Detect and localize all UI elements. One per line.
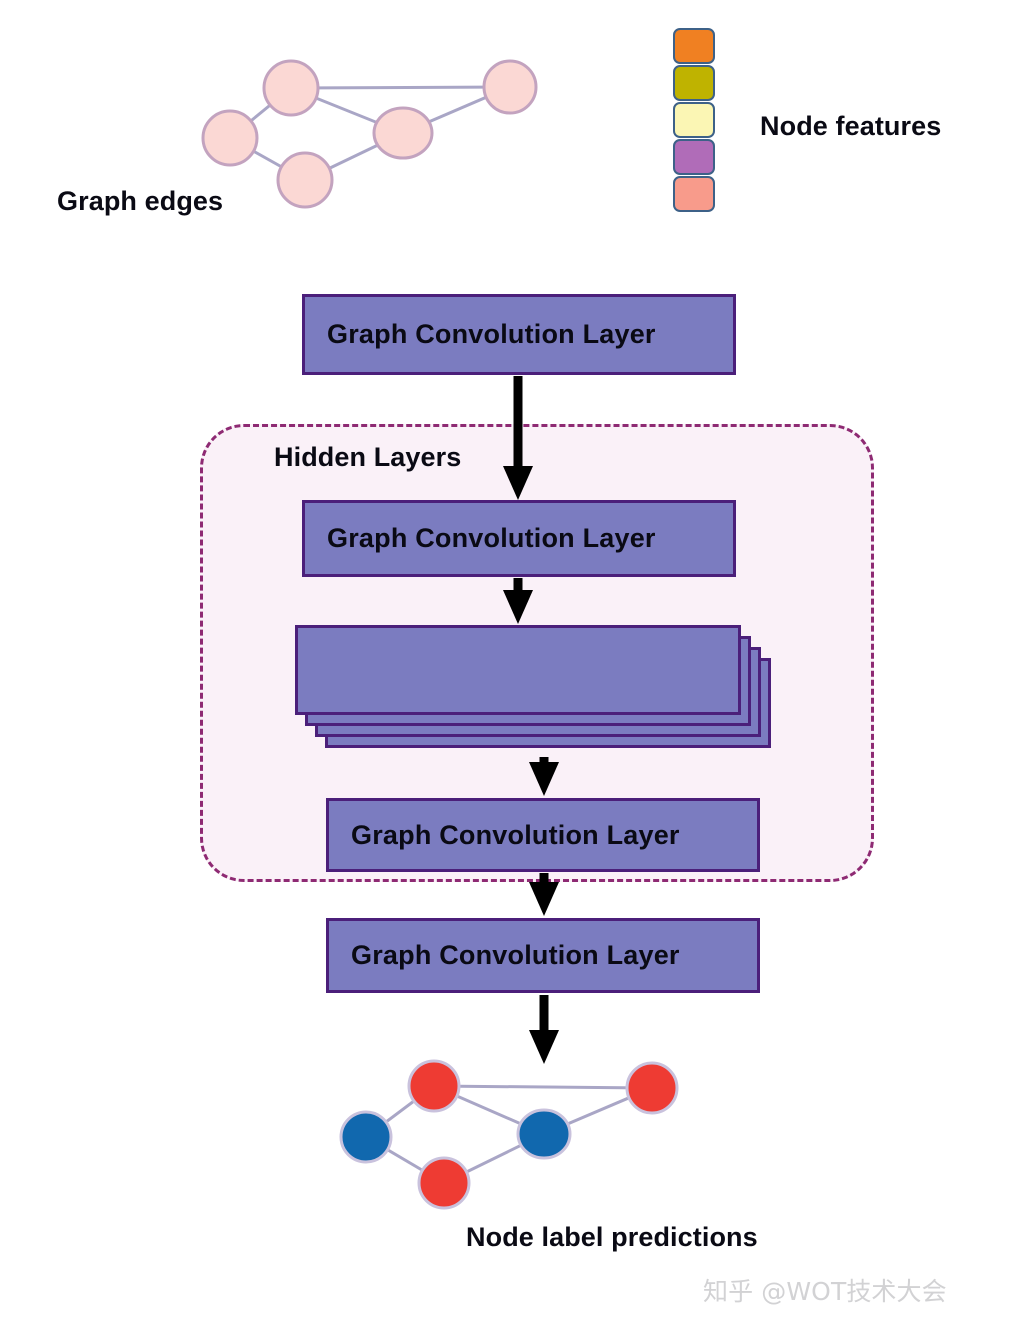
feature-swatch-olive	[673, 65, 715, 101]
gcn-layer-box-1[interactable]: Graph Convolution Layer	[302, 294, 736, 375]
stacked-hidden-layers[interactable]	[295, 625, 785, 765]
output-graph-edge	[443, 1132, 545, 1185]
gcn-layer-box-3[interactable]: Graph Convolution Layer	[326, 798, 760, 872]
feature-swatch-pale-yellow	[673, 102, 715, 138]
feature-swatch-purple	[673, 139, 715, 175]
input-graph-edge	[229, 86, 292, 140]
input-graph-edge	[290, 86, 404, 135]
input-graph-edge	[290, 85, 511, 90]
output-graph-edge	[433, 1084, 545, 1136]
gcn-layer-box-4-label: Graph Convolution Layer	[351, 940, 680, 970]
output-graph-node	[625, 1061, 679, 1115]
watermark-text: 知乎 @WOT技术大会	[703, 1277, 947, 1306]
hidden-layers-label: Hidden Layers	[274, 442, 462, 472]
output-graph-node	[417, 1156, 471, 1210]
node-features-swatch-column	[673, 28, 717, 213]
input-graph-node	[276, 151, 334, 209]
arrow-5	[529, 995, 559, 1064]
gcn-layer-box-1-label: Graph Convolution Layer	[327, 319, 656, 349]
output-graph-edge	[365, 1084, 435, 1139]
input-graph-node	[372, 106, 434, 160]
gcn-layer-box-3-label: Graph Convolution Layer	[351, 819, 680, 850]
input-graph-edge	[402, 85, 511, 135]
input-graph-edge	[304, 131, 404, 182]
stacked-layer-card-1	[295, 625, 741, 715]
gcn-layer-box-2[interactable]: Graph Convolution Layer	[302, 500, 736, 577]
output-graph-edge	[543, 1086, 653, 1136]
input-graph-node	[262, 59, 320, 117]
node-label-predictions-label: Node label predictions	[466, 1222, 758, 1252]
output-graph-node	[516, 1108, 572, 1160]
feature-swatch-orange	[673, 28, 715, 64]
node-features-label: Node features	[760, 111, 942, 141]
gcn-layer-box-2-label: Graph Convolution Layer	[327, 523, 656, 553]
input-graph-node	[201, 109, 259, 167]
graph-edges-label: Graph edges	[57, 186, 224, 216]
output-graph-edge	[365, 1135, 445, 1185]
output-graph-node	[339, 1110, 393, 1164]
gcn-layer-box-4[interactable]: Graph Convolution Layer	[326, 918, 760, 993]
input-graph-node	[482, 59, 538, 115]
output-graph-edge	[433, 1084, 653, 1090]
input-graph-edge	[229, 136, 306, 182]
output-graph-node	[407, 1059, 461, 1113]
feature-swatch-salmon	[673, 176, 715, 212]
